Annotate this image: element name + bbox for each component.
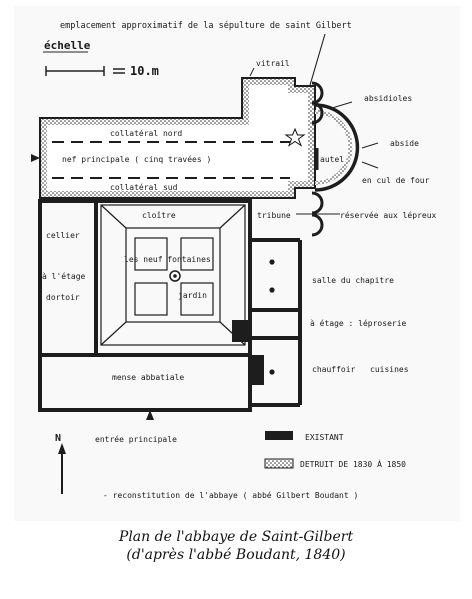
upper-floor-label: à l'étage	[42, 271, 86, 281]
nave-label: nef principale ( cinq travées )	[62, 154, 211, 164]
legend-existing-label: EXISTANT	[305, 433, 344, 442]
cul-de-four-pointer	[361, 161, 379, 169]
plan-sheet	[14, 6, 460, 521]
chapter-house-label: salle du chapitre	[312, 276, 394, 285]
cloister	[100, 204, 246, 346]
conventual-walls	[38, 199, 302, 412]
apsidiole-3	[311, 191, 324, 215]
chauffoir-pillar	[269, 369, 275, 375]
dormitory-label: dortoir	[46, 293, 80, 302]
tribune-label: tribune	[257, 211, 291, 220]
kitchens-label: cuisines	[370, 365, 409, 374]
garden-beds	[134, 237, 214, 316]
vitrail-label: vitrail	[256, 59, 290, 68]
leprosarium-label: à étage : léproserie	[310, 318, 407, 328]
caption-line-2: (d'après l'abbé Boudant, 1840)	[126, 547, 346, 563]
west-entrance-arrow-icon	[31, 154, 40, 162]
legend-destroyed-swatch	[264, 458, 294, 469]
absidioles-label: absidioles	[364, 94, 412, 103]
cul-de-four-label: en cul de four	[362, 176, 430, 185]
apsidiole-4	[311, 213, 324, 237]
south-aisle-label: collatéral sud	[110, 182, 178, 192]
legend-existing-swatch	[265, 431, 293, 440]
reconstruction-note: - reconstitution de l'abbaye ( abbé Gilb…	[103, 490, 358, 500]
scale-value: 10.m	[130, 64, 159, 78]
church-outline	[39, 77, 316, 199]
fountain-icon	[169, 270, 181, 282]
fountains-label: les neuf fontaines	[124, 255, 211, 264]
main-entrance-label: entrée principale	[95, 434, 177, 444]
garden-label: jardin	[178, 291, 207, 300]
chapter-pillar-1	[269, 259, 275, 265]
abside-pointer	[361, 142, 379, 149]
altar-label: autel	[320, 155, 344, 164]
church-wall-hatch	[41, 79, 314, 197]
caption: Plan de l'abbaye de Saint-Gilbert (d'apr…	[0, 528, 472, 564]
north-label: N	[55, 433, 61, 444]
fountain-center-icon	[173, 274, 177, 278]
warming-room-label: chauffoir	[312, 365, 356, 374]
lepers-label: réservée aux lépreux	[340, 210, 437, 220]
apse-hatch	[314, 110, 353, 185]
abside-label: abside	[390, 139, 419, 148]
north-aisle-label: collatéral nord	[110, 128, 182, 138]
abbot-residence-label: mense abbatiale	[112, 373, 184, 382]
burial-note: emplacement approximatif de la sépulture…	[60, 20, 352, 31]
main-entrance-arrow-icon	[146, 410, 154, 420]
apsidiole-2	[311, 101, 324, 125]
scale-bar	[45, 66, 125, 76]
chapter-pillar-2	[269, 287, 275, 293]
vitrail-pointer	[249, 67, 255, 77]
abbey-plan: emplacement approximatif de la sépulture…	[31, 20, 437, 500]
burial-star-icon	[284, 127, 306, 147]
cellar-label: cellier	[46, 231, 80, 240]
absidioles-pointer	[331, 101, 353, 109]
caption-line-1: Plan de l'abbaye de Saint-Gilbert	[118, 529, 354, 545]
apse	[314, 103, 360, 192]
scale-word: échelle	[44, 39, 91, 52]
cloister-label: cloître	[142, 211, 176, 220]
legend-destroyed-label: DETRUIT DE 1830 À 1850	[300, 458, 406, 469]
kitchen-block	[250, 355, 264, 385]
north-arrow-icon	[58, 443, 66, 454]
staircase	[232, 320, 248, 342]
